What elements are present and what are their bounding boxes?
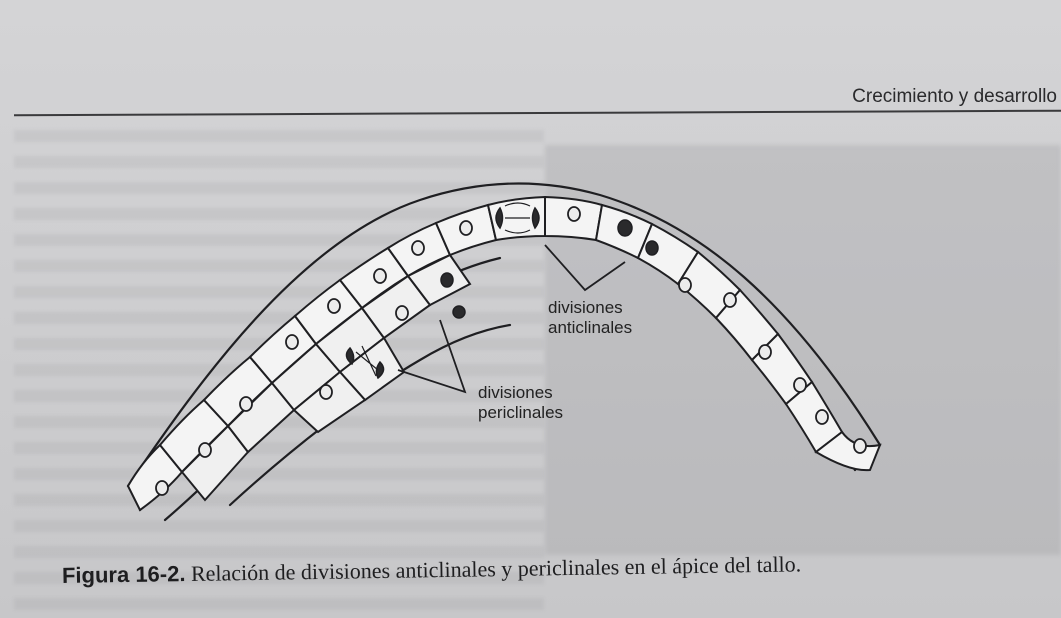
nucleus (155, 480, 169, 496)
nucleus (285, 334, 299, 350)
anticlinal-label-line1: divisiones (548, 298, 623, 317)
periclinal-label: divisiones periclinales (478, 383, 563, 423)
anticlinal-pointer (544, 244, 626, 292)
dividing-chromatids (531, 206, 540, 230)
nucleus (319, 384, 333, 400)
dividing-chromatids (495, 206, 504, 230)
dividing-nucleus (645, 240, 659, 256)
show-through-plate (545, 145, 1061, 555)
nucleus (758, 344, 772, 360)
nucleus (395, 305, 409, 321)
spindle (355, 345, 379, 377)
nucleus (678, 277, 692, 293)
running-header: Crecimiento y desarrollo (852, 86, 1057, 107)
dividing-chromatids (375, 360, 385, 380)
nucleus (853, 438, 867, 454)
nucleus (815, 409, 829, 425)
dividing-nucleus (452, 305, 466, 319)
periclinal-label-line2: periclinales (478, 403, 564, 422)
dividing-chromatids (345, 346, 355, 366)
periclinal-label-line1: divisiones (478, 383, 553, 402)
nucleus (793, 377, 807, 393)
nucleus (373, 268, 387, 284)
cell (814, 430, 882, 472)
nucleus (567, 206, 581, 222)
nucleus (327, 298, 341, 314)
periclinal-pointer (397, 319, 467, 394)
spindle (504, 202, 531, 234)
nucleus (239, 396, 253, 412)
anticlinal-label-line2: anticlinales (548, 318, 633, 337)
nucleus (723, 292, 737, 308)
dividing-nucleus (440, 272, 454, 288)
nucleus (411, 240, 425, 256)
figure-number: Figura 16-2. (61, 561, 186, 588)
dividing-nucleus (617, 219, 633, 237)
nucleus (198, 442, 212, 458)
outer-surface-line (126, 182, 882, 488)
nucleus (459, 220, 473, 236)
cell (406, 253, 472, 307)
anticlinal-label: divisiones anticlinales (548, 298, 632, 338)
